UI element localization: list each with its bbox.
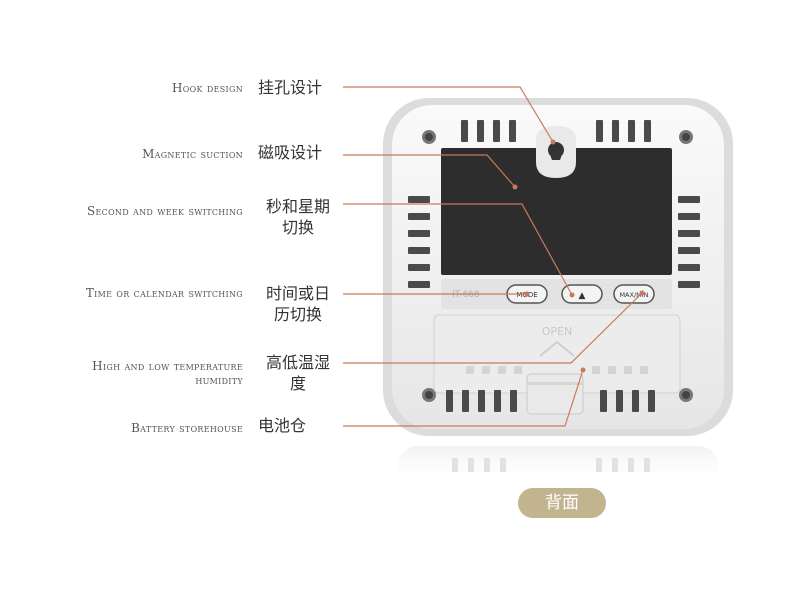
- feature-label-zh-magnet: 磁吸设计: [258, 143, 323, 162]
- leader-lines: [343, 86, 643, 427]
- leader-line-hook: [343, 86, 554, 143]
- feature-label-zh-second-week: 秒和星期 切换: [258, 196, 338, 238]
- leader-line-magnet: [343, 154, 516, 188]
- top-vents: [461, 120, 651, 142]
- svg-text:IT-668: IT-668: [452, 290, 480, 300]
- feature-label-en-second-week: Second and week switching: [86, 204, 243, 218]
- feature-label-zh-second-week-line2: 切换: [281, 218, 314, 237]
- feature-label-zh-temp-humidity-line1: 高低温湿: [265, 353, 330, 372]
- feature-label-zh-battery: 电池仓: [258, 416, 307, 435]
- feature-label-en-battery: Battery storehouse: [131, 421, 243, 435]
- feature-label-en-temp-humidity-line2: humidity: [195, 373, 243, 387]
- up-button-label: ▲: [579, 291, 586, 301]
- side-vents: [408, 196, 700, 288]
- feature-label-zh-time-calendar-line1: 时间或日: [265, 284, 330, 303]
- feature-label-zh-temp-humidity: 高低温湿 度: [258, 352, 338, 394]
- up-button[interactable]: [561, 284, 603, 304]
- hook-hole-icon: [536, 126, 576, 178]
- bottom-vents: [446, 390, 655, 412]
- leader-line-temp-humidity: [343, 292, 643, 364]
- battery-latch[interactable]: [526, 373, 584, 415]
- feature-label-zh-temp-humidity-line2: 度: [289, 374, 306, 393]
- maxmin-button-label: MAX/MIN: [619, 291, 648, 299]
- feature-label-zh-time-calendar: 时间或日 历切换: [258, 283, 338, 325]
- feature-label-en-time-calendar: Time or calendar switching: [85, 286, 243, 300]
- maxmin-button[interactable]: [613, 284, 655, 304]
- feature-label-zh-hook: 挂孔设计: [258, 78, 323, 97]
- feature-label-zh-second-week-line1: 秒和星期: [265, 197, 330, 216]
- leader-line-second-week: [343, 203, 573, 296]
- feature-label-en-temp-humidity: High and low temperature humidity: [92, 359, 243, 387]
- leader-line-battery: [343, 369, 584, 427]
- feature-label-en-temp-humidity-line1: High and low temperature: [92, 359, 243, 373]
- back-view-badge: 背面: [518, 488, 606, 518]
- feature-label-en-hook: Hook design: [172, 81, 243, 95]
- chevron-up-icon: [539, 340, 575, 357]
- feature-label-en-magnet: Magnetic suction: [142, 147, 243, 161]
- battery-cover-open-label: OPEN: [542, 325, 572, 338]
- magnet-panel: [441, 148, 672, 275]
- leader-dots: [512, 139, 645, 373]
- screw-icons: [422, 130, 693, 402]
- device-reflection: [398, 446, 718, 486]
- battery-cover-ridges: [466, 366, 648, 374]
- button-strip: [441, 279, 672, 309]
- feature-label-zh-time-calendar-line2: 历切换: [273, 305, 322, 324]
